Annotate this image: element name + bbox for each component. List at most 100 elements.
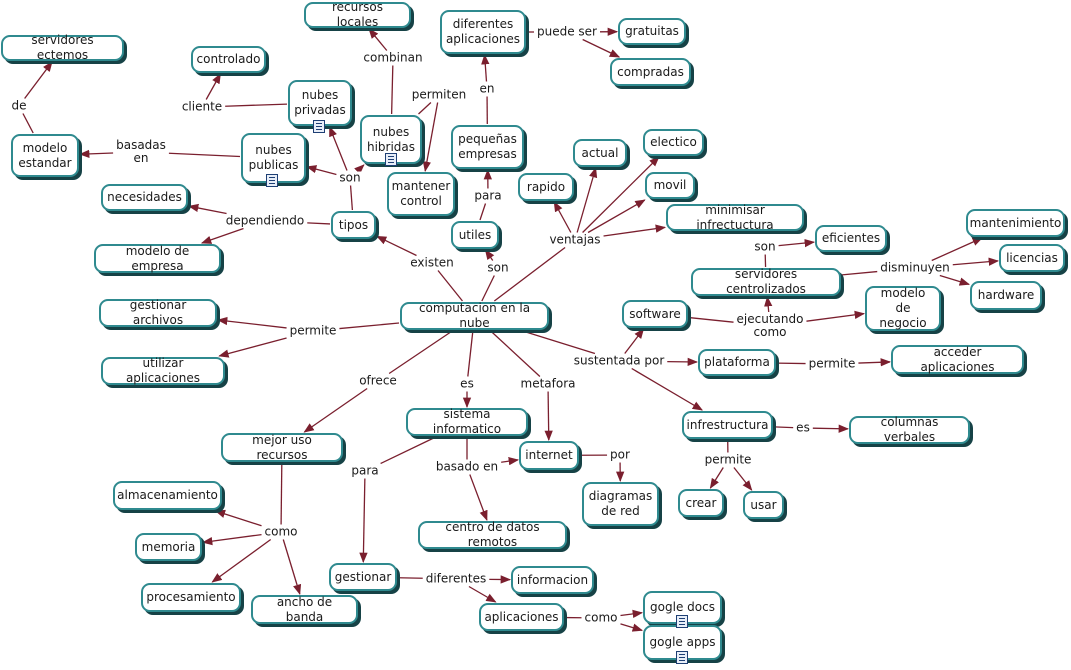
concept-modelo-de-negocio[interactable]: modelo de negocio [865,286,941,331]
concept-pequenas-empresas[interactable]: pequeñas empresas [451,125,524,169]
link-label-en[interactable]: en [477,81,497,96]
link-label-permite[interactable]: permite [702,452,754,467]
link-label-diferentes[interactable]: diferentes [423,571,489,586]
concept-actual[interactable]: actual [573,139,627,167]
connector-line-24 [437,270,463,302]
concept-licencias[interactable]: licencias [999,244,1065,272]
concept-ancho-de-banda[interactable]: ancho de banda [251,595,358,624]
concept-memoria[interactable]: memoria [135,533,202,561]
link-label-sustentada-por[interactable]: sustentada por [571,353,667,368]
concept-mantener-control[interactable]: mantener control [387,172,455,216]
concept-procesamiento[interactable]: procesamiento [141,583,241,612]
concept-computacion-en-la-nube[interactable]: computacion en la nube [400,301,549,330]
concept-almacenamiento[interactable]: almacenamiento [113,481,222,510]
concept-diferentes-aplicaciones[interactable]: diferentes aplicaciones [440,10,526,54]
link-label-puede-ser[interactable]: puede ser [535,24,599,39]
link-label-es[interactable]: es [458,376,476,391]
link-label-cliente[interactable]: cliente [179,99,225,114]
resource-document-icon[interactable] [313,120,325,133]
concept-modelo-de-empresa[interactable]: modelo de empresa [94,244,221,273]
connector-line-21 [307,222,331,225]
resource-document-icon[interactable] [676,615,688,628]
link-label-permiten[interactable]: permiten [409,87,469,102]
resource-document-icon[interactable] [676,651,688,664]
connector-line-17 [354,164,365,175]
concept-acceder-aplicaciones[interactable]: acceder aplicaciones [891,345,1024,374]
concept-utilizar-aplicaciones[interactable]: utilizar aplicaciones [101,356,225,385]
concept-servidores-centrolizados[interactable]: servidores centrolizados [691,267,841,296]
connector-line-77 [468,585,497,603]
link-label-basado-en[interactable]: basado en [433,459,501,474]
connector-line-80 [620,623,643,632]
concept-aplicaciones[interactable]: aplicaciones [479,603,564,631]
connector-line-79 [620,609,644,619]
concept-utiles[interactable]: utiles [451,221,499,249]
connector-line-33 [603,224,667,237]
link-label-son[interactable]: son [752,239,778,254]
concept-movil[interactable]: movil [645,172,695,199]
link-label-metafora[interactable]: metafora [518,376,578,391]
link-label-basadas-en[interactable]: basadas en [114,138,168,165]
link-label-como[interactable]: como [262,524,300,539]
concept-crear[interactable]: crear [678,489,724,517]
link-label-son[interactable]: son [485,260,511,275]
connector-line-41 [764,295,773,313]
link-label-por[interactable]: por [608,447,632,462]
concept-compradas[interactable]: compradas [610,58,691,86]
link-label-combinan[interactable]: combinan [361,50,425,65]
connector-line-47 [624,328,645,354]
concept-software[interactable]: software [622,300,688,328]
connector-line-43 [339,322,400,330]
link-label-permite[interactable]: permite [806,356,858,371]
concept-servidores-ectemos[interactable]: servidores ectemos [1,33,124,62]
resource-document-icon[interactable] [385,153,397,166]
concept-eficientes[interactable]: eficientes [815,225,887,252]
concept-gestionar-archivos[interactable]: gestionar archivos [99,298,217,327]
connector-line-69 [359,478,368,564]
concept-mantenimiento[interactable]: mantenimiento [966,209,1065,237]
link-label-dependiendo[interactable]: dependiendo [223,213,307,228]
concept-necesidades[interactable]: necesidades [101,184,188,211]
concept-usar[interactable]: usar [743,491,784,519]
link-label-para[interactable]: para [349,463,381,478]
concept-controlado[interactable]: controlado [191,46,266,73]
concept-nubes-privadas[interactable]: nubes privadas [288,80,352,126]
concept-informacion[interactable]: informacion [511,566,594,594]
link-label-disminuyen[interactable]: disminuyen [878,260,952,275]
concept-minimisar-infrectuctura[interactable]: minimisar infrectuctura [666,203,804,232]
connector-line-32 [587,199,646,234]
link-label-existen[interactable]: existen [408,255,456,270]
resource-document-icon[interactable] [266,174,278,187]
concept-gestionar[interactable]: gestionar [329,563,397,591]
link-label-para[interactable]: para [472,188,504,203]
concept-plataforma[interactable]: plataforma [698,349,776,376]
concept-hardware[interactable]: hardware [970,281,1042,310]
link-label-ventajas[interactable]: ventajas [547,232,603,247]
concept-sistema-informatico[interactable]: sistema informatico [406,407,528,436]
concept-rapido[interactable]: rapido [518,173,574,201]
concept-recursos-locales[interactable]: recursos locales [304,0,411,29]
link-label-son[interactable]: son [337,170,363,185]
concept-mejor-uso-recursos[interactable]: mejor uso recursos [221,433,343,462]
concept-infrestructura[interactable]: infrestructura [682,411,773,439]
connector-line-72 [201,533,262,546]
link-label-como[interactable]: como [582,610,620,625]
link-label-permite[interactable]: permite [287,323,339,338]
concept-gratuitas[interactable]: gratuitas [618,18,686,45]
concept-columnas-verbales[interactable]: columnas verbales [849,415,970,444]
connector-line-12 [481,53,490,82]
concept-electico[interactable]: electico [643,129,704,156]
connector-line-66 [709,467,724,489]
link-label-ofrece[interactable]: ofrece [357,373,399,388]
link-label-es[interactable]: es [794,420,812,435]
connector-line-49 [631,367,703,411]
link-label-ejecutando-como[interactable]: ejecutando como [734,312,806,339]
concept-tipos[interactable]: tipos [331,211,376,239]
connector-line-19 [479,203,487,221]
concept-centro-de-datos-remotos[interactable]: centro de datos remotos [418,520,567,549]
concept-diagramas-de-red[interactable]: diagramas de red [582,482,659,526]
link-label-de[interactable]: de [9,98,29,113]
concept-modelo-estandar[interactable]: modelo estandar [11,134,79,177]
concept-internet[interactable]: internet [519,441,579,470]
